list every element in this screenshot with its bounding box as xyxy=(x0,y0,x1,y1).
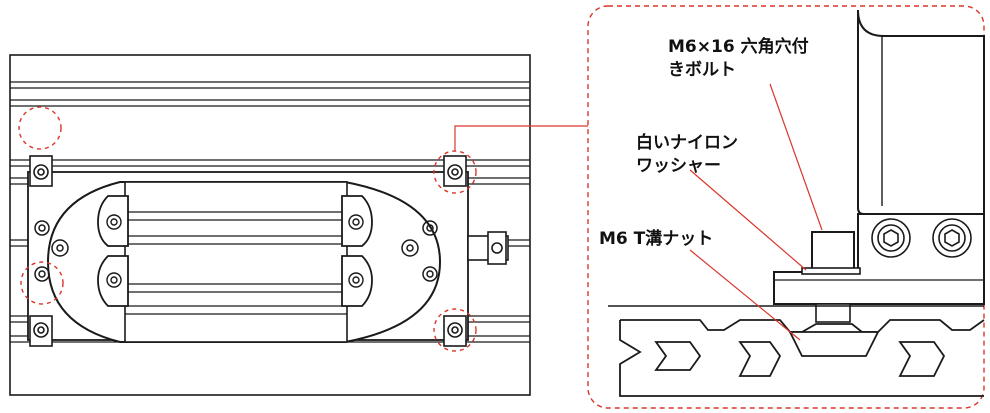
highlight-bottom-bolt xyxy=(433,308,477,352)
body-screws xyxy=(34,220,438,282)
t-nut xyxy=(788,331,880,357)
clamp-blocks xyxy=(97,195,373,307)
label-bolt-line1: M6×16 六角穴付 xyxy=(668,36,809,57)
callout-labels: M6×16 六角穴付 きボルト 白いナイロン ワッシャー M6 T溝ナット xyxy=(599,36,815,249)
highlight-left-screw xyxy=(20,261,64,305)
clamp-screws xyxy=(106,214,364,288)
label-bolt-line2: きボルト xyxy=(668,60,736,80)
detail-view xyxy=(608,9,985,397)
screw-shank xyxy=(815,303,851,323)
highlight-circles xyxy=(18,106,477,352)
label-bolt: M6×16 六角穴付 きボルト xyxy=(668,36,815,80)
nylon-washer xyxy=(801,267,861,275)
detail-side-screws xyxy=(871,218,972,258)
t-slot-profile xyxy=(620,319,985,333)
detail-plate xyxy=(773,213,985,305)
label-nut: M6 T溝ナット xyxy=(599,228,713,249)
leader-bolt xyxy=(769,83,823,231)
corner-bolts xyxy=(29,155,467,347)
left-overview xyxy=(9,54,531,396)
leader-nut xyxy=(689,249,801,341)
label-washer-line2: ワッシャー xyxy=(636,156,721,176)
detail-connector xyxy=(454,125,588,151)
label-washer-line1: 白いナイロン xyxy=(636,132,738,153)
label-washer: 白いナイロン ワッシャー xyxy=(636,132,744,176)
carriage-block xyxy=(857,9,985,215)
guide-rods xyxy=(125,211,347,315)
side-stop xyxy=(467,231,509,265)
highlight-empty-slot xyxy=(18,106,62,150)
carriage-window xyxy=(124,181,348,343)
leader-washer xyxy=(689,169,807,271)
cap-screw-head xyxy=(811,231,855,271)
leader-lines xyxy=(689,83,823,341)
